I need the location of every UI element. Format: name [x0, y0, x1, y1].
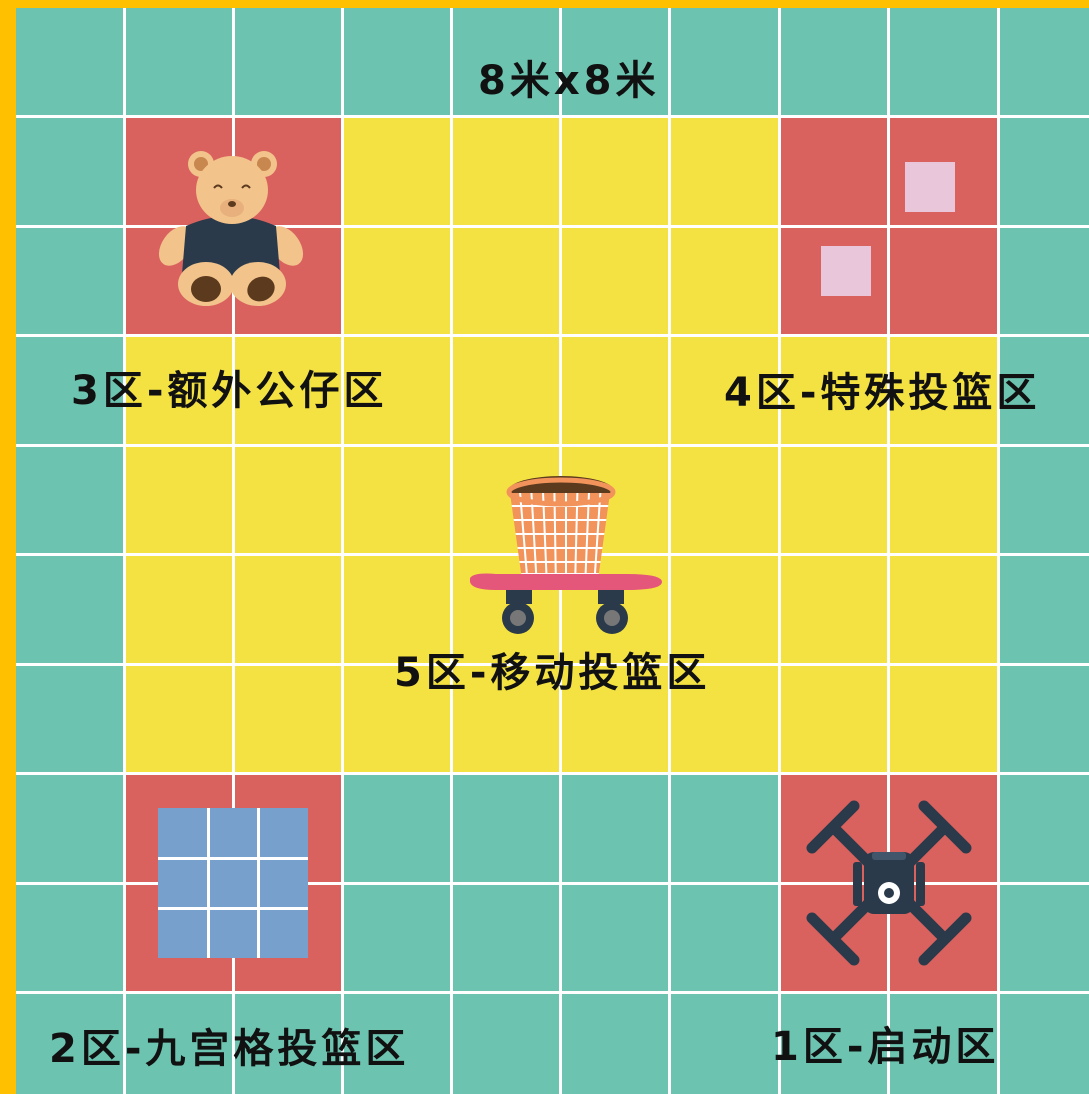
grid-line: [887, 8, 890, 1094]
grid-line: [123, 8, 126, 1094]
grid-line: [16, 334, 1089, 337]
grid-line: [16, 882, 1089, 885]
nine-grid-icon: [158, 808, 308, 958]
grid-line: [16, 663, 1089, 666]
teddy-bear-icon: [158, 151, 304, 306]
grid-line: [16, 991, 1089, 994]
grid-line: [778, 8, 781, 1094]
zone2-label: 2区-九宫格投篮区: [49, 1026, 410, 1072]
grid-line: [232, 8, 235, 1094]
grid-line: [16, 444, 1089, 447]
playing-field: 8米x8米 3区-额外公仔区 4区-特殊投篮区 5区-移动投篮区 2区-九宫格投…: [16, 8, 1089, 1094]
field-size-title: 8米x8米: [478, 58, 660, 104]
zone1-label: 1区-启动区: [771, 1024, 1000, 1070]
grid-line: [997, 8, 1000, 1094]
zone5-label: 5区-移动投篮区: [394, 650, 711, 696]
grid-line: [668, 8, 671, 1094]
zone3-label: 3区-额外公仔区: [71, 368, 388, 414]
square-marker: [821, 246, 871, 296]
grid-line: [16, 772, 1089, 775]
grid-line: [341, 8, 344, 1094]
zone4-label: 4区-特殊投篮区: [724, 370, 1041, 416]
drone-icon: [806, 800, 972, 966]
grid-line: [450, 8, 453, 1094]
square-marker: [905, 162, 955, 212]
grid-line: [16, 115, 1089, 118]
grid-line: [16, 225, 1089, 228]
basket-on-skateboard-icon: [470, 476, 662, 634]
